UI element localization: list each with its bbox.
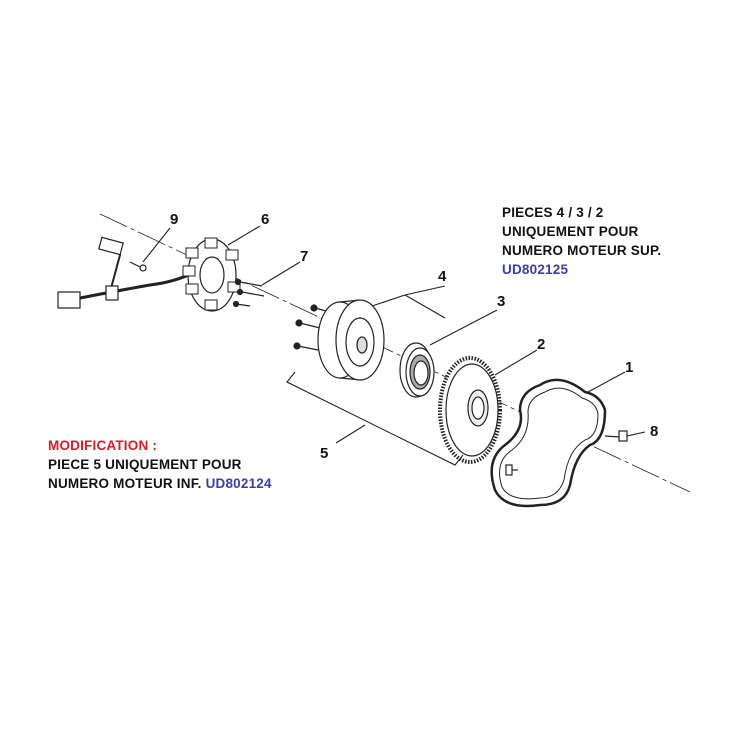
part-9-screw	[129, 261, 147, 272]
callout-5: 5	[320, 445, 328, 462]
part-1-cover-gasket	[490, 378, 607, 508]
upper-note-line3: NUMERO MOTEUR SUP.	[502, 243, 662, 258]
modification-heading: MODIFICATION :	[48, 438, 158, 453]
callout-2: 2	[537, 336, 545, 353]
upper-note-line2: UNIQUEMENT POUR	[502, 224, 639, 239]
callout-3: 3	[497, 293, 505, 310]
callout-4: 4	[438, 268, 447, 285]
lower-note-line1: PIECE 5 UNIQUEMENT POUR	[48, 457, 242, 472]
part-6-stator	[182, 237, 241, 312]
upper-parts-note: PIECES 4 / 3 / 2 UNIQUEMENT POUR NUMERO …	[502, 203, 661, 279]
callout-9: 9	[170, 211, 178, 228]
callout-6: 6	[261, 211, 269, 228]
callout-7: 7	[300, 248, 308, 265]
lower-note-line2: NUMERO MOTEUR INF.	[48, 476, 202, 491]
part-3-one-way-clutch	[399, 342, 435, 398]
wiring-harness	[57, 236, 196, 309]
modification-note: MODIFICATION : PIECE 5 UNIQUEMENT POUR N…	[48, 436, 272, 493]
part-5-flywheel	[317, 299, 385, 381]
flywheel-bolts	[293, 304, 331, 351]
callout-8: 8	[650, 423, 658, 440]
upper-note-code: UD802125	[502, 262, 569, 277]
callout-1: 1	[625, 359, 633, 376]
part-2-starter-gear	[438, 356, 502, 464]
lower-note-code: UD802124	[205, 476, 272, 491]
part-7-bolts	[232, 278, 265, 308]
leader-lines	[142, 225, 646, 466]
upper-note-line1: PIECES 4 / 3 / 2	[502, 205, 604, 220]
